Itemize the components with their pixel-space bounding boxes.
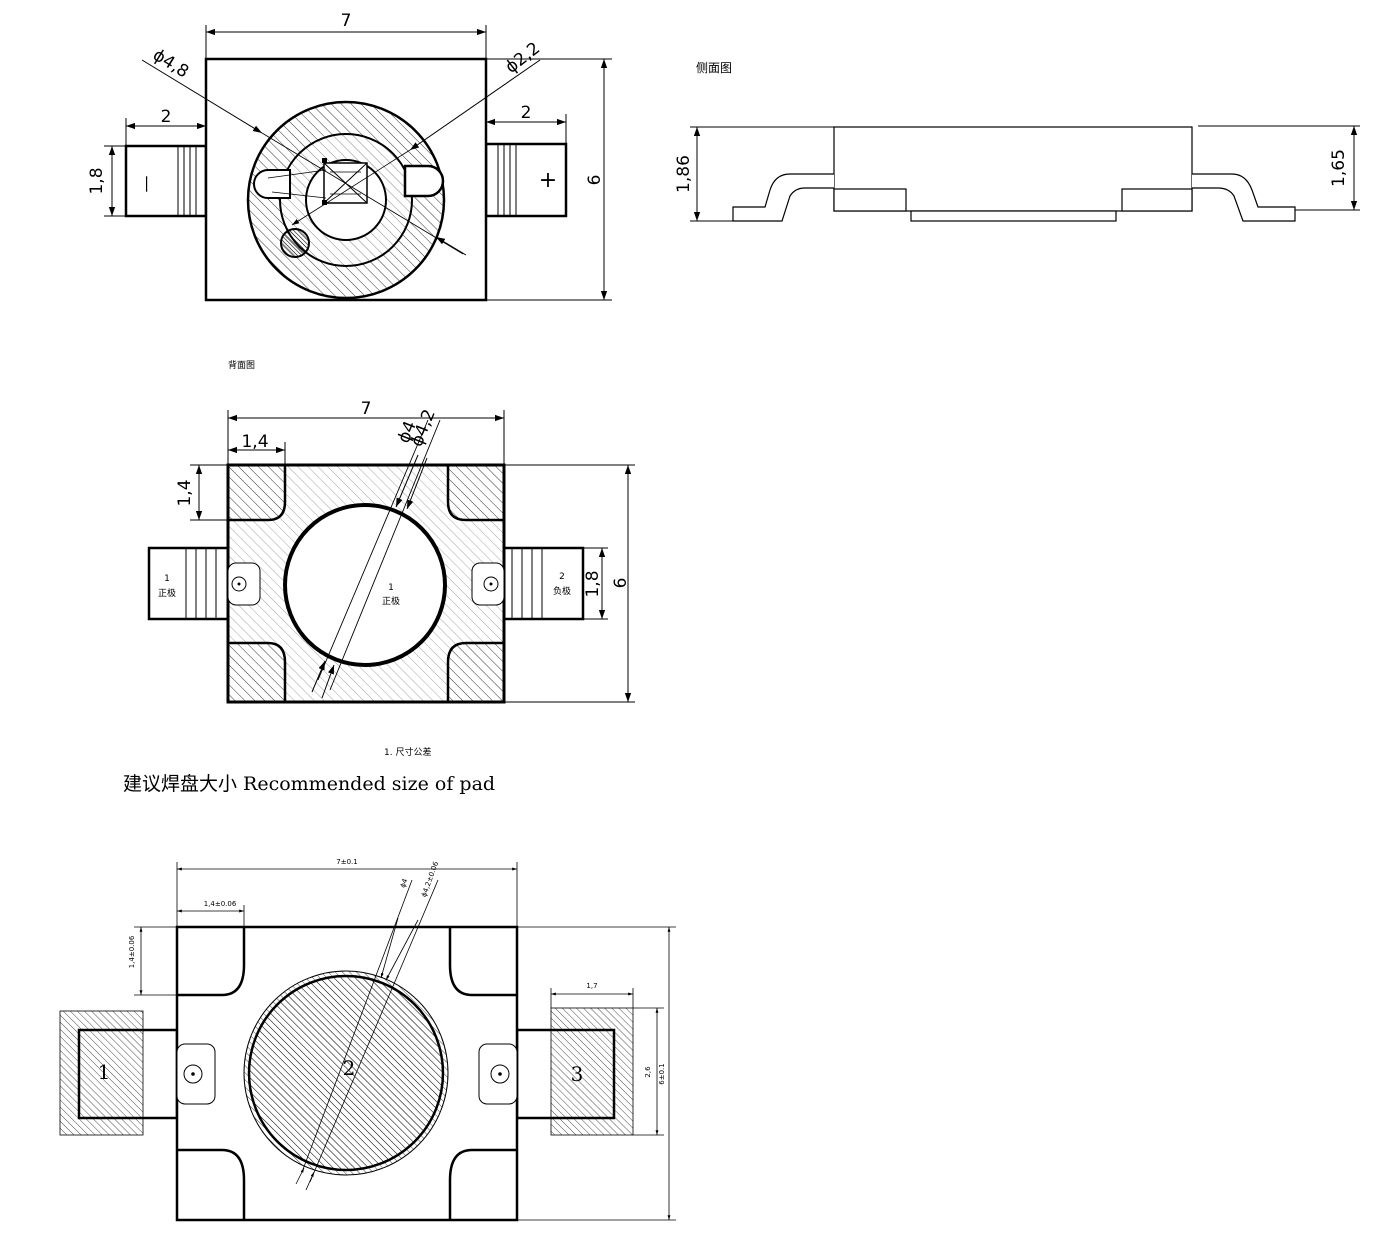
- back-view: 背面图 1 正极 2 负极 1 正极: [147, 359, 635, 704]
- back-pad2-num: 2: [559, 572, 565, 582]
- top-dim-lead-height: 1,8: [87, 167, 107, 194]
- top-dim-outer-dia: ϕ4,8: [149, 45, 192, 82]
- back-left-lead: [147, 546, 230, 621]
- pad-dim-pad-h: 2,6: [644, 1066, 652, 1078]
- side-right-lead: [1192, 173, 1296, 222]
- pad-dim-corner-w: 1,4±0.06: [204, 900, 237, 908]
- pad-2-area: [247, 974, 445, 1172]
- pad-dim-height: 6±0.1: [658, 1063, 666, 1084]
- pad-layout: 1 3 2 7±0.1 1,4±0.06 1,4±0.06: [59, 858, 676, 1222]
- back-dim-lead-height: 1,8: [583, 570, 603, 597]
- back-dim-width: 7: [361, 399, 372, 419]
- back-dim-height: 6: [611, 578, 631, 589]
- side-view-title: 侧面图: [696, 61, 732, 75]
- inner-pad-left: [253, 169, 291, 199]
- top-dim-width: 7: [341, 11, 352, 31]
- side-left-lead: [732, 173, 834, 222]
- top-dim-height: 6: [585, 175, 605, 186]
- top-dim-lead-left: 2: [161, 107, 172, 127]
- inner-pad-right: [403, 164, 445, 198]
- top-right-lead: +: [484, 142, 568, 218]
- top-view: — +: [87, 11, 612, 302]
- pad-dim-width: 7±0.1: [336, 858, 357, 866]
- back-right-lead: [502, 546, 585, 621]
- back-dim-corner-h: 1,4: [175, 479, 195, 506]
- back-center-num: 1: [388, 583, 394, 593]
- back-dim-dia-b: ϕ4,2: [407, 407, 440, 450]
- polarity-dot: [280, 228, 310, 258]
- side-dim-left: 1,86: [674, 155, 694, 193]
- top-left-lead: —: [124, 144, 208, 218]
- pad-dim-dia-a: ϕ4: [399, 877, 410, 889]
- pad-dim-corner-h: 1,4±0.06: [128, 935, 136, 968]
- back-center-label: 正极: [382, 595, 400, 607]
- pad-3-area: [550, 1007, 634, 1136]
- negative-mark: —: [137, 176, 157, 193]
- back-pad1-num: 1: [164, 574, 170, 584]
- pad-heading: 建议焊盘大小 Recommended size of pad: [123, 773, 495, 795]
- pad-dim-pad-w: 1,7: [586, 982, 597, 990]
- pad-3-number: 3: [571, 1062, 584, 1086]
- pad-2-number: 2: [343, 1056, 356, 1080]
- back-thermal-pad: [283, 503, 447, 667]
- pad-1-number: 1: [98, 1060, 111, 1084]
- side-view: 侧面图 1,86 1,65: [674, 61, 1360, 222]
- back-pad2-label: 负极: [553, 585, 571, 597]
- back-dim-corner-w: 1,4: [241, 432, 268, 452]
- side-bottom-pad: [910, 210, 1117, 222]
- back-pad1-label: 正极: [158, 587, 176, 599]
- positive-mark: +: [539, 168, 557, 193]
- pad-dim-dia-b: ϕ4,2±0.06: [420, 860, 440, 898]
- tolerance-note: 1. 尺寸公差: [384, 746, 431, 758]
- top-dim-lead-right: 2: [521, 103, 532, 123]
- side-dim-right: 1,65: [1329, 149, 1349, 187]
- back-view-title: 背面图: [228, 359, 255, 371]
- pad-1-area: [59, 1010, 144, 1136]
